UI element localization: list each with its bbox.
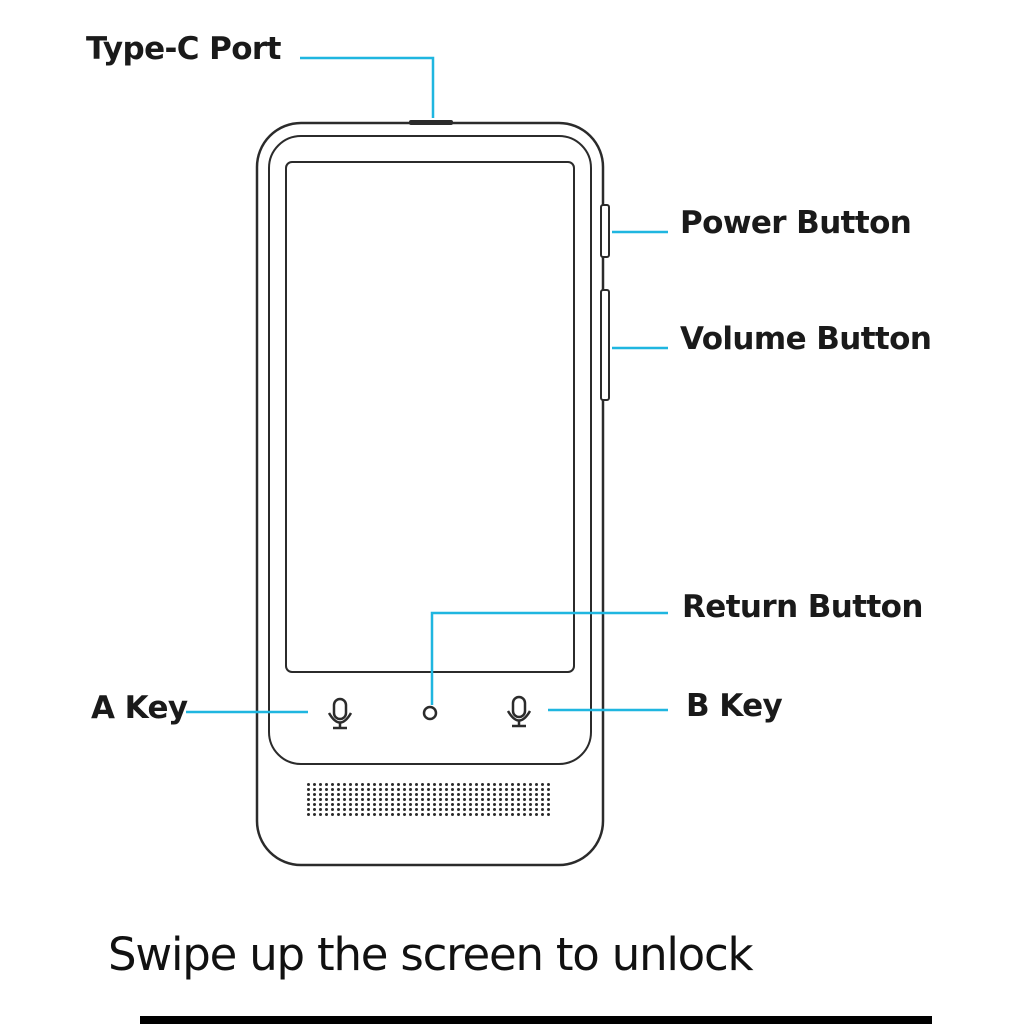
volume-button (600, 289, 610, 401)
leader-lines (186, 56, 668, 714)
a-key-label: A Key (91, 690, 188, 726)
type-c-port-label: Type-C Port (86, 31, 281, 67)
bottom-divider (140, 1016, 932, 1024)
volume-button-label: Volume Button (680, 321, 932, 357)
power-button-label: Power Button (680, 205, 912, 241)
return-button-circle-icon (422, 705, 438, 721)
leader-line-return-button (430, 611, 668, 705)
power-button (600, 204, 610, 258)
a-key-microphone-icon (327, 697, 353, 730)
leader-line-type-c-port (300, 56, 435, 118)
device-screen (285, 161, 575, 673)
speaker-grille (306, 782, 552, 818)
return-button-label: Return Button (682, 589, 923, 625)
b-key-label: B Key (686, 688, 783, 724)
type-c-port (409, 120, 453, 125)
unlock-instruction: Swipe up the screen to unlock (108, 928, 754, 981)
b-key-microphone-icon (506, 695, 532, 728)
